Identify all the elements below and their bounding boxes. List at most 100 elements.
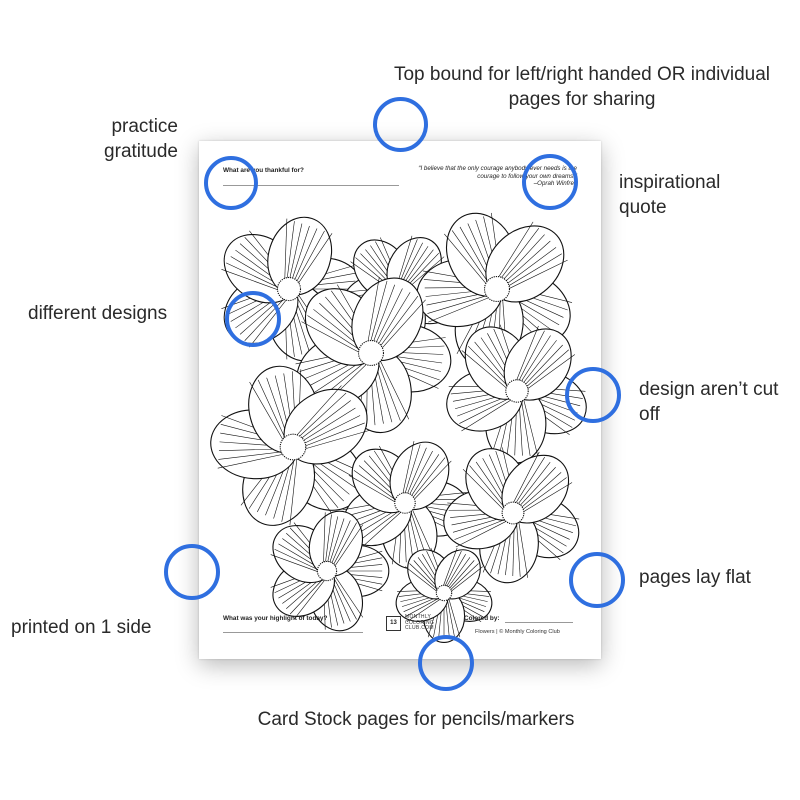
not-cut-off-callout: design aren’t cut off: [639, 379, 779, 425]
petal-vein: [295, 430, 370, 452]
petal-vein: [301, 321, 368, 357]
petal-vein: [290, 392, 347, 445]
petal-vein: [249, 381, 289, 449]
petal-vein: [400, 441, 415, 502]
highlight-prompt: What was your highlight of today?: [223, 615, 328, 622]
petal-vein: [405, 566, 442, 596]
petal-vein: [461, 395, 519, 432]
petal-vein: [285, 221, 295, 289]
flower-center: [316, 560, 338, 582]
practice-gratitude-callout: practice gratitude: [104, 116, 178, 162]
printed-one-side-callout: printed on 1 side: [11, 617, 152, 638]
petal-vein: [324, 514, 332, 571]
petal-vein: [373, 295, 419, 355]
petal-vein: [293, 233, 333, 291]
petal-vein: [293, 574, 330, 620]
petal-vein: [446, 592, 461, 638]
flower: [270, 510, 390, 632]
coloring-page: What are you thankful for? “I believe th…: [199, 141, 601, 659]
flower-center: [501, 501, 525, 525]
petal-vein: [521, 391, 539, 457]
petal-vein: [510, 456, 545, 512]
petal-vein: [442, 550, 462, 592]
petal-vein: [361, 506, 408, 549]
petal-vein: [493, 221, 534, 286]
callout-ring-quote: [522, 154, 578, 210]
flower-center: [279, 433, 307, 461]
petal-vein: [509, 451, 540, 511]
petal-vein: [514, 330, 545, 390]
petal-vein: [221, 269, 287, 294]
flower-center: [483, 275, 511, 303]
petal-vein: [441, 547, 458, 592]
petal-vein: [366, 277, 380, 351]
different-designs-callout: different designs: [28, 303, 168, 324]
petal-vein: [408, 502, 435, 559]
petal-vein: [329, 522, 357, 572]
logo-number: 13: [386, 615, 401, 631]
page-credit: Flowers | © Monthly Coloring Club: [475, 629, 560, 635]
flower-center: [435, 584, 453, 602]
callout-ring-cut-off: [565, 367, 621, 423]
flower: [446, 324, 587, 464]
petal-vein: [289, 448, 299, 526]
flower: [443, 447, 580, 584]
top-bound-callout: Top bound for left/right handed OR indiv…: [393, 64, 771, 110]
gratitude-prompt: What are you thankful for?: [223, 167, 304, 174]
card-stock-callout: Card Stock pages for pencils/markers: [257, 709, 575, 730]
petal-vein: [500, 259, 568, 294]
petal-vein: [284, 218, 288, 288]
petal-vein: [217, 451, 293, 469]
petal-vein: [455, 517, 514, 548]
callout-ring-card-stock: [418, 635, 474, 691]
lay-flat-callout: pages lay flat: [639, 567, 751, 588]
petal-vein: [270, 554, 325, 575]
inspirational-quote-callout: inspirational quote: [619, 172, 721, 218]
petal-vein: [444, 233, 493, 292]
gratitude-writing-line: [223, 185, 399, 186]
petal-vein: [462, 468, 510, 516]
logo-wordmark: MONTHLY COLORING CLUB.COM: [405, 614, 435, 632]
highlight-writing-line: [223, 632, 363, 633]
callout-ring-top: [373, 97, 428, 152]
petal-vein: [406, 595, 446, 622]
flower-center: [276, 276, 302, 302]
flower: [395, 547, 493, 643]
petal-vein: [428, 293, 498, 323]
petal-vein: [520, 354, 576, 395]
colored-by-line: [505, 622, 573, 623]
petal-vein: [330, 524, 364, 573]
monthly-coloring-club-logo: 13 MONTHLY COLORING CLUB.COM: [386, 614, 435, 632]
petal-vein: [348, 475, 403, 507]
petal-vein: [294, 422, 365, 451]
petal-vein: [408, 460, 452, 506]
flower: [210, 365, 370, 526]
petal-vein: [513, 325, 539, 389]
petal-vein: [289, 385, 342, 443]
petal-vein: [402, 444, 421, 502]
petal-vein: [519, 349, 569, 394]
callout-ring-lay-flat: [569, 552, 625, 608]
flower-center: [357, 339, 385, 367]
flower-center: [394, 492, 416, 514]
callout-ring-gratitude: [204, 156, 258, 210]
petal-vein: [461, 350, 514, 394]
petal-vein: [516, 482, 573, 517]
callout-ring-one-side: [164, 544, 220, 600]
colored-by-label: Colored by:: [464, 615, 500, 622]
flower-illustration: [210, 212, 587, 643]
petal-vein: [517, 513, 528, 578]
petal-vein: [291, 230, 325, 291]
petal-vein: [375, 299, 426, 356]
petal-vein: [367, 280, 388, 352]
petal-vein: [330, 569, 364, 618]
callout-ring-designs: [225, 291, 281, 347]
petal-vein: [494, 228, 540, 287]
petal-vein: [515, 477, 567, 516]
petal-vein: [407, 457, 446, 505]
petal-vein: [446, 566, 483, 596]
petal-vein: [322, 512, 326, 570]
petal-vein: [375, 351, 410, 420]
flower-center: [505, 379, 529, 403]
petal-vein: [499, 253, 562, 292]
